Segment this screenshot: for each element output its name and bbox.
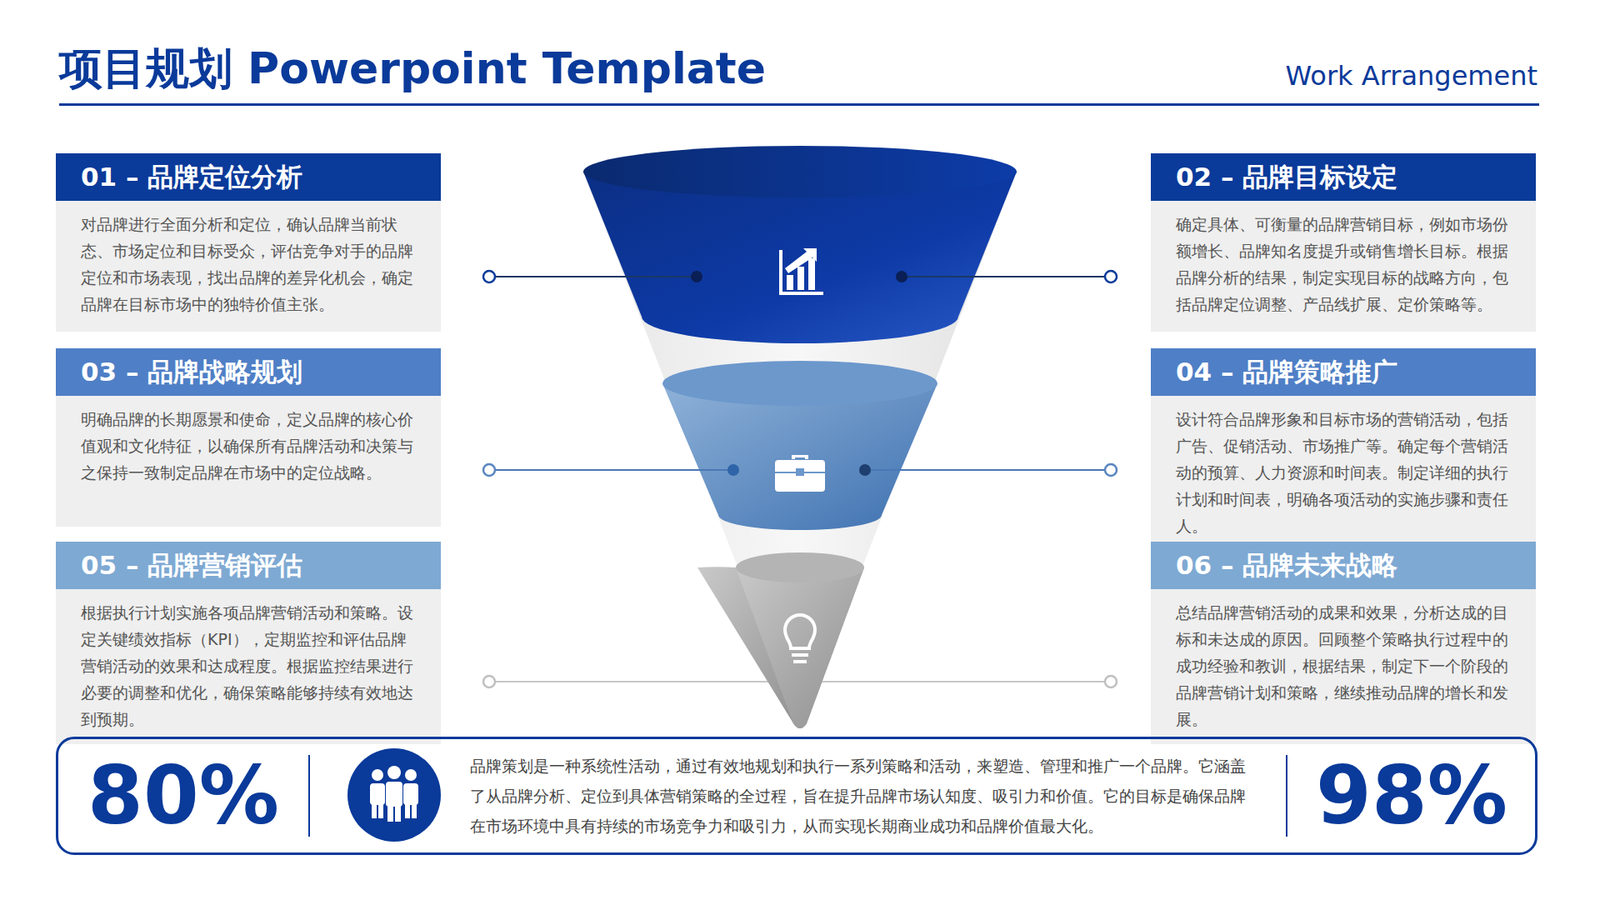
summary-text: 品牌策划是一种系统性活动，通过有效地规划和执行一系列策略和活动，来塑造、管理和推…	[470, 750, 1257, 841]
step-heading: 04 – 品牌策略推广	[1150, 348, 1536, 396]
step-description: 设计符合品牌形象和目标市场的营销活动，包括广告、促销活动、市场推广等。确定每个营…	[1150, 395, 1536, 551]
subtitle-label: Work Arrangement	[1285, 60, 1538, 92]
step-description: 对品牌进行全面分析和定位，确认品牌当前状态、市场定位和目标受众，评估竞争对手的品…	[55, 200, 441, 330]
summary-box: 80% 品牌策划是一种系统性活动，通过有效地规划和执行一系列策略和活动，来塑造、管…	[55, 736, 1538, 855]
step-description: 明确品牌的长期愿景和使命，定义品牌的核心价值观和文化特征，以确保所有品牌活动和决…	[55, 395, 441, 498]
step-heading: 03 – 品牌战略规划	[55, 348, 441, 396]
step-heading: 01 – 品牌定位分析	[55, 153, 441, 201]
stat-number: 80%	[87, 755, 280, 836]
step-panel: 04 – 品牌策略推广设计符合品牌形象和目标市场的营销活动，包括广告、促销活动、…	[1150, 348, 1536, 551]
step-description: 总结品牌营销活动的成果和效果，分析达成的目标和未达成的原因。回顾整个策略执行过程…	[1150, 589, 1536, 745]
step-panel: 01 – 品牌定位分析对品牌进行全面分析和定位，确认品牌当前状态、市场定位和目标…	[55, 153, 441, 332]
step-panel: 06 – 品牌未来战略总结品牌营销活动的成果和效果，分析达成的目标和未达成的原因…	[1150, 541, 1536, 745]
step-description: 确定具体、可衡量的品牌营销目标，例如市场份额增长、品牌知名度提升或销售增长目标。…	[1150, 200, 1536, 330]
step-description: 根据执行计划实施各项品牌营销活动和策略。设定关键绩效指标（KPI），定期监控和评…	[55, 589, 441, 745]
step-heading: 06 – 品牌未来战略	[1150, 541, 1536, 590]
step-panel: 02 – 品牌目标设定确定具体、可衡量的品牌营销目标，例如市场份额增长、品牌知名…	[1150, 153, 1536, 332]
step-heading: 05 – 品牌营销评估	[55, 541, 441, 590]
step-heading: 02 – 品牌目标设定	[1150, 153, 1536, 201]
step-panel: 05 – 品牌营销评估根据执行计划实施各项品牌营销活动和策略。设定关键绩效指标（…	[55, 541, 441, 745]
slide-title: 项目规划 Powerpoint Template	[59, 40, 766, 99]
stat-number: 98%	[1315, 755, 1508, 836]
step-panel: 03 – 品牌战略规划明确品牌的长期愿景和使命，定义品牌的核心价值观和文化特征，…	[55, 348, 441, 527]
